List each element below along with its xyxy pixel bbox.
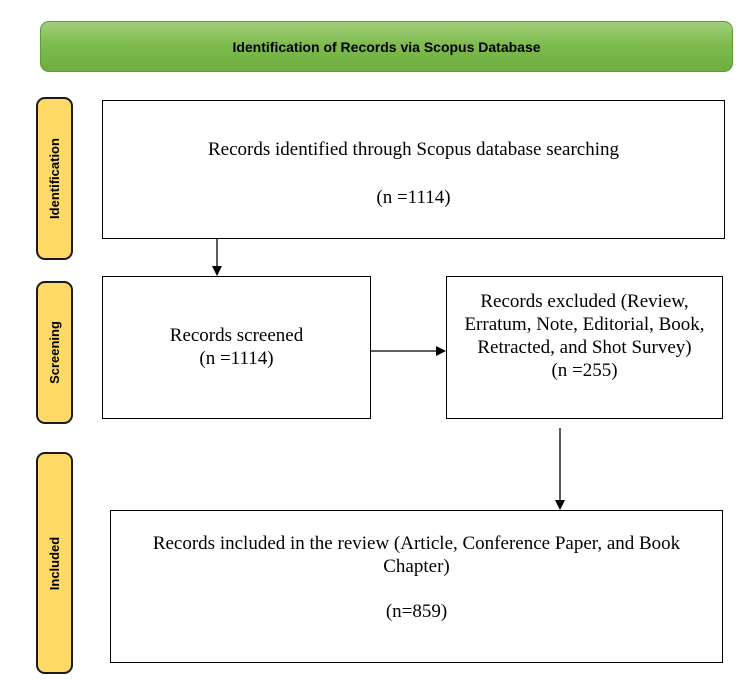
included-records-count: (n=859) — [385, 601, 448, 622]
stage-label-included: Included — [36, 452, 73, 674]
identified-records-text: Records identified through Scopus databa… — [207, 139, 620, 160]
included-records-text: Records included in the review (Article,… — [152, 533, 681, 577]
stage-label-screening: Screening — [36, 281, 73, 424]
title-banner: Identification of Records via Scopus Dat… — [40, 21, 733, 72]
identified-records-box: Records identified through Scopus databa… — [102, 100, 725, 239]
identified-records-count: (n =1114) — [376, 187, 451, 208]
excluded-records-box: Records excluded (Review, Erratum, Note,… — [446, 276, 723, 419]
included-records-box: Records included in the review (Article,… — [110, 510, 723, 663]
stage-label-identification: Identification — [36, 97, 73, 260]
screened-records-box: Records screened (n =1114) — [102, 276, 371, 419]
excluded-records-count: (n =255) — [551, 360, 618, 381]
screened-records-text: Records screened — [169, 325, 304, 346]
excluded-records-text: Records excluded (Review, Erratum, Note,… — [464, 291, 705, 358]
banner-title: Identification of Records via Scopus Dat… — [232, 38, 541, 55]
screened-records-count: (n =1114) — [199, 348, 274, 369]
